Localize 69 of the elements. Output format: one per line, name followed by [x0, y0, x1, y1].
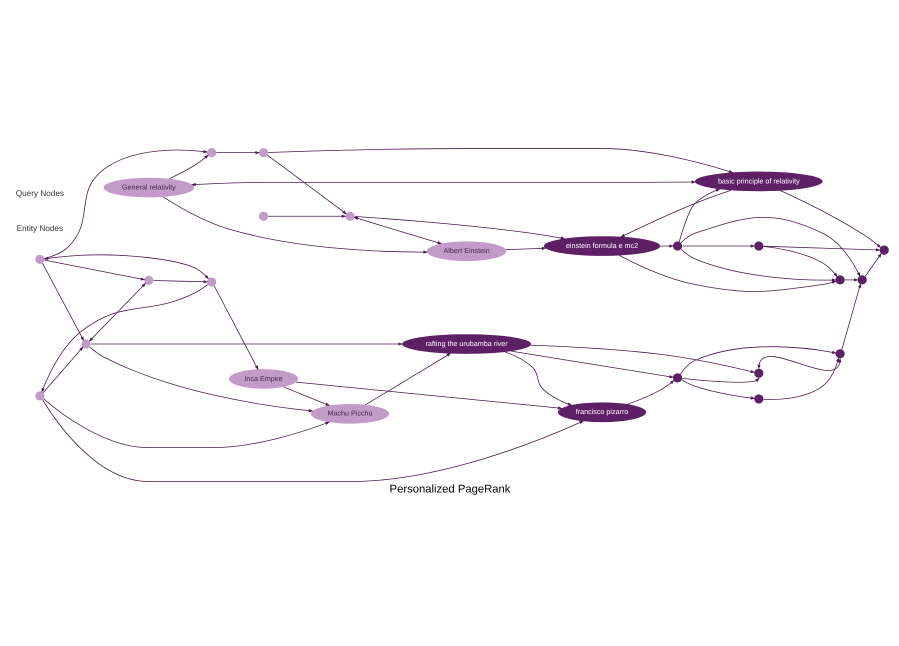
- arrow: [42, 398, 330, 448]
- arrow: [40, 284, 208, 393]
- node-circle: [835, 275, 844, 285]
- node-circle: [80, 339, 90, 349]
- arrow: [530, 344, 755, 374]
- arrow: [620, 190, 731, 238]
- node-circle: [835, 349, 844, 358]
- node-circle: [34, 391, 44, 400]
- arrow: [762, 357, 839, 400]
- arrow: [295, 382, 562, 410]
- arrow: [266, 154, 347, 214]
- arrow: [42, 262, 84, 342]
- arrow: [42, 346, 83, 393]
- node-circle: [857, 275, 866, 285]
- arrow: [90, 342, 403, 346]
- arrow: [168, 154, 208, 180]
- arrow: [152, 280, 208, 284]
- arrow: [762, 246, 838, 278]
- arrow: [364, 353, 451, 406]
- arrow: [680, 217, 860, 277]
- node-circle: [144, 276, 153, 286]
- node-circle: [879, 246, 888, 255]
- arrow: [88, 282, 146, 342]
- node-circle: [34, 254, 44, 264]
- node-circle: [206, 277, 216, 287]
- arrow: [44, 150, 208, 259]
- node-circle: [258, 212, 268, 221]
- arrow: [213, 286, 258, 370]
- arrow: [42, 399, 584, 482]
- arrow: [354, 216, 565, 240]
- arrow: [162, 196, 428, 254]
- arrow: [43, 254, 208, 280]
- node-circle: [258, 148, 268, 158]
- arrow: [680, 346, 836, 375]
- arrow: [780, 190, 881, 248]
- arrow: [844, 278, 858, 282]
- node-circle: [672, 241, 682, 251]
- arrow: [678, 188, 720, 242]
- label: Entity Nodes: [16, 224, 63, 234]
- arrow: [762, 246, 880, 252]
- arrow: [681, 244, 755, 248]
- arrow: [510, 350, 674, 378]
- arrow: [504, 352, 572, 406]
- arrow: [841, 283, 861, 350]
- arrow: [756, 356, 841, 371]
- arrow: [267, 214, 346, 218]
- arrow: [44, 260, 145, 281]
- arrow: [659, 244, 674, 248]
- arrow: [282, 386, 330, 406]
- caption: Personalized PageRank: [389, 484, 510, 496]
- node-circle: [754, 394, 763, 404]
- arrow: [88, 346, 313, 412]
- arrow: [190, 180, 696, 186]
- node-circle: [754, 241, 763, 251]
- label: Query Nodes: [15, 189, 64, 198]
- node-circle: [344, 212, 354, 221]
- node-circle: [206, 148, 216, 158]
- arrow: [352, 216, 442, 244]
- arrow: [681, 378, 760, 383]
- arrow: [267, 148, 733, 173]
- arrow: [626, 380, 674, 405]
- node-circle: [672, 373, 682, 383]
- arrow: [618, 255, 836, 292]
- node-circle: [754, 368, 763, 378]
- arrow: [680, 380, 755, 400]
- arrow: [505, 246, 546, 250]
- arrow: [215, 151, 260, 154]
- arrow: [864, 252, 882, 277]
- arrow: [680, 248, 836, 282]
